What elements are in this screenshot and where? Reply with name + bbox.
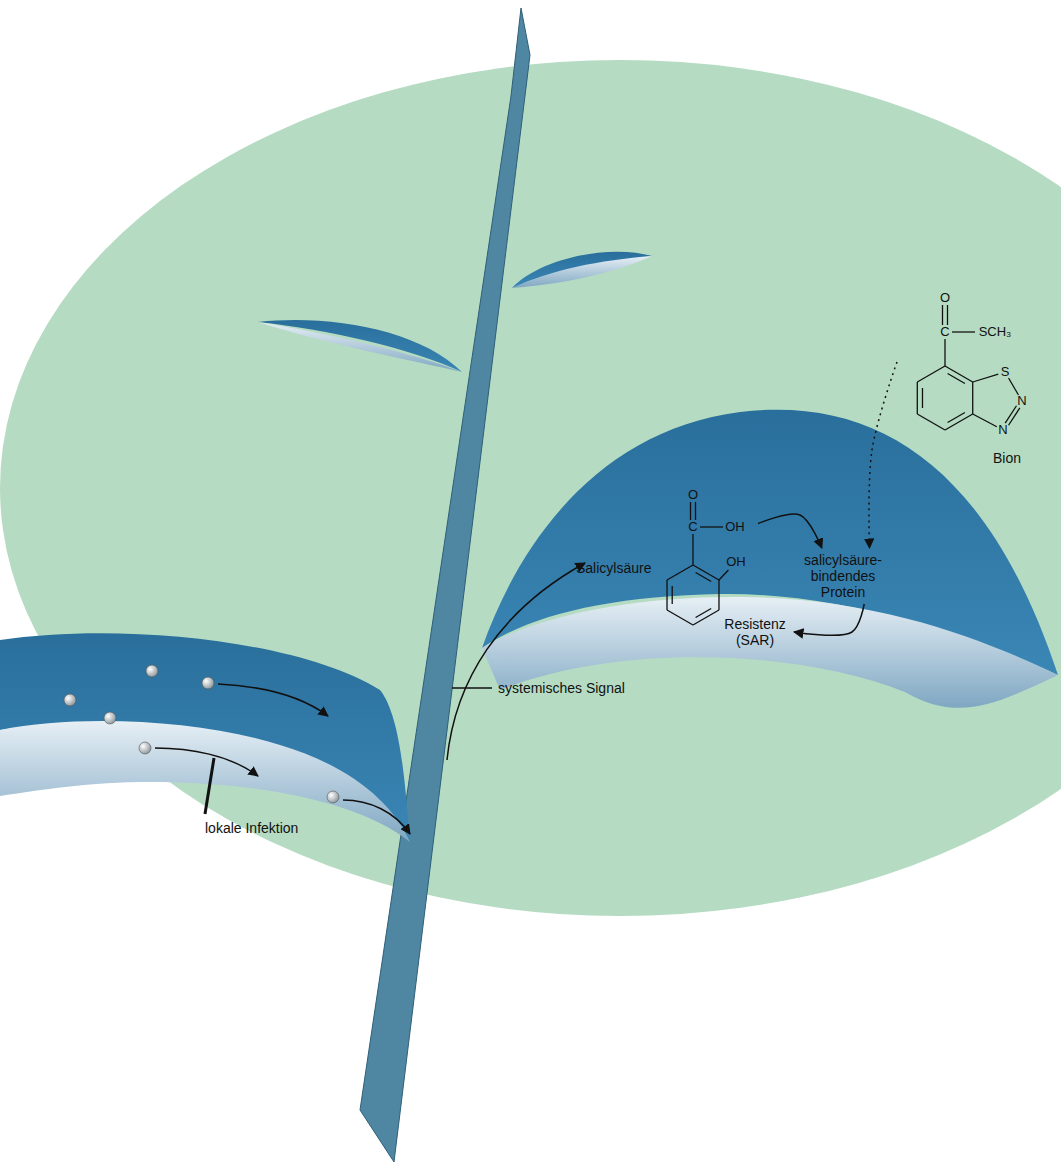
node-label: Bion [993,450,1021,466]
leaf [0,633,410,842]
leaf [258,320,462,372]
molecule-group: Bion [897,280,1055,475]
atom-label: OH [726,555,746,569]
node-label: Resistenz (SAR) [720,616,790,648]
arrow-connector [869,362,897,548]
callout-label: systemisches Signal [498,680,625,696]
atom-label: N [1017,394,1026,408]
stem [360,8,530,1162]
flow-arrows [155,563,585,834]
atom-label: O [688,488,698,502]
callout-label: lokale Infektion [205,820,298,836]
atom-label: C [688,520,697,534]
leaf-underside [0,721,410,842]
leaf-underside [482,597,1058,708]
background-ellipse [0,60,1061,916]
atom-label: O [940,291,950,305]
pathogen-particles [64,665,339,803]
atom-label: SCH₃ [979,325,1012,339]
leaf [258,322,462,372]
node-label: Salicylsäure [576,560,651,576]
arrow-connector [794,604,864,635]
molecule-bonds [667,305,1020,625]
atom-label: C [940,325,949,339]
leaf [512,256,652,288]
leader-lines [205,688,492,814]
arrow-connector [758,514,822,548]
node-label: salicylsäure-bindendes Protein [794,552,892,600]
text-node: salicylsäure-bindendes Protein [790,548,896,604]
molecule-group: Salicylsäure [572,478,758,630]
atom-label: N [998,423,1007,437]
atom-label: S [1001,365,1010,379]
leaf [512,252,652,288]
atom-label: OH [725,520,745,534]
text-node: Resistenz (SAR) [716,612,794,652]
